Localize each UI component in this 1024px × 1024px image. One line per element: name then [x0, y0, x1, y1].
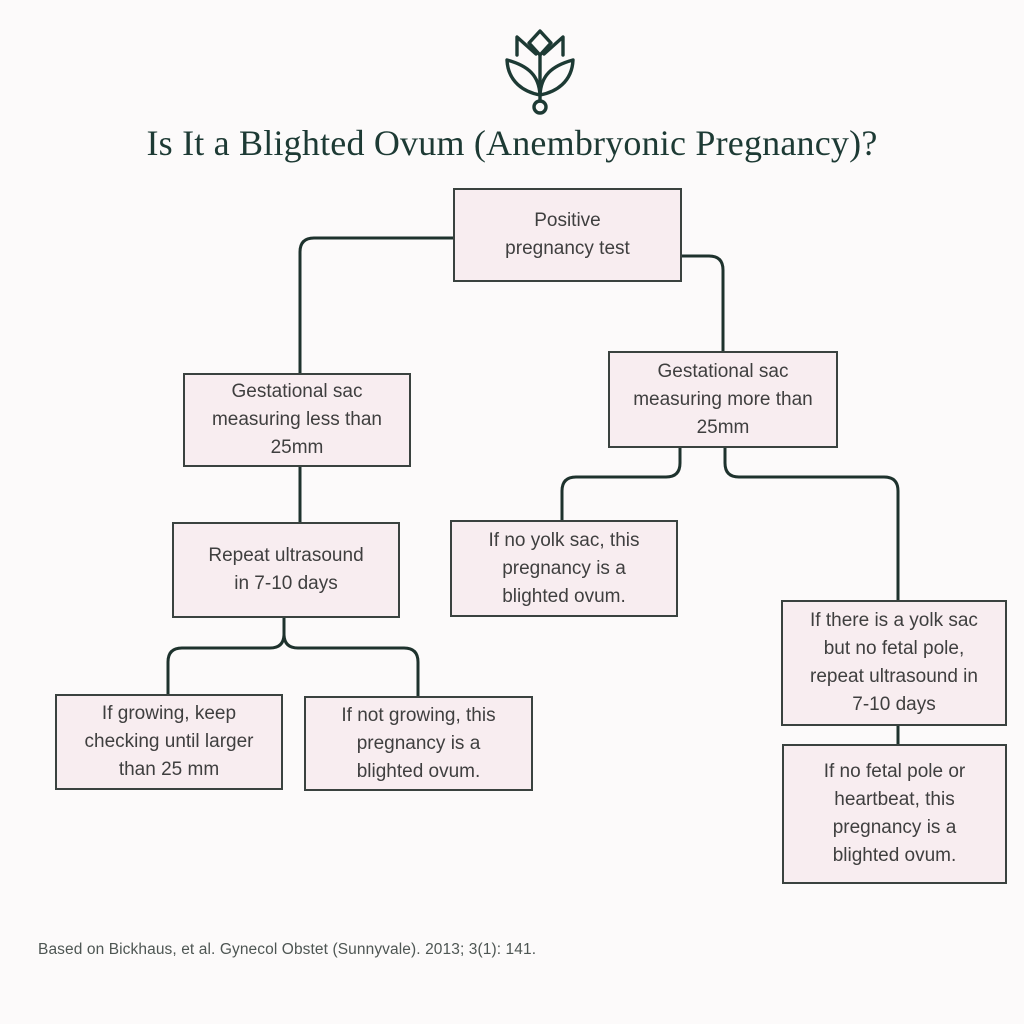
tulip-left-leaf [505, 58, 542, 97]
flow-node-sac-less-than-25mm: Gestational sac measuring less than 25mm [183, 373, 411, 467]
flow-node-if-not-growing: If not growing, this pregnancy is a blig… [304, 696, 533, 791]
connector-repeat-to-not-growing [282, 617, 420, 698]
connector-test-to-less25 [298, 236, 453, 375]
flow-node-sac-more-than-25mm: Gestational sac measuring more than 25mm [608, 351, 838, 448]
connector-repeat-to-growing [166, 617, 286, 696]
tulip-right-leaf [538, 58, 575, 97]
connector-test-to-more25 [682, 254, 725, 353]
citation-text: Based on Bickhaus, et al. Gynecol Obstet… [38, 941, 537, 958]
flow-node-repeat-ultrasound: Repeat ultrasound in 7-10 days [172, 522, 400, 618]
connector-more25-to-no-yolk [560, 447, 682, 522]
flow-node-positive-pregnancy-test: Positive pregnancy test [453, 188, 682, 282]
flow-node-no-yolk-sac: If no yolk sac, this pregnancy is a blig… [450, 520, 678, 617]
flow-node-if-growing: If growing, keep checking until larger t… [55, 694, 283, 790]
tulip-flower-icon [505, 29, 575, 115]
flow-node-yolk-sac-no-fetal-pole: If there is a yolk sac but no fetal pole… [781, 600, 1007, 726]
flow-node-no-fetal-pole-or-heartbeat: If no fetal pole or heartbeat, this preg… [782, 744, 1007, 884]
tulip-right-petal [542, 35, 565, 57]
connector-more25-to-yolk-no-pole [723, 447, 900, 602]
page-title: Is It a Blighted Ovum (Anembryonic Pregn… [146, 123, 878, 163]
tulip-left-petal [515, 35, 538, 57]
tulip-stem-dot [532, 99, 548, 115]
